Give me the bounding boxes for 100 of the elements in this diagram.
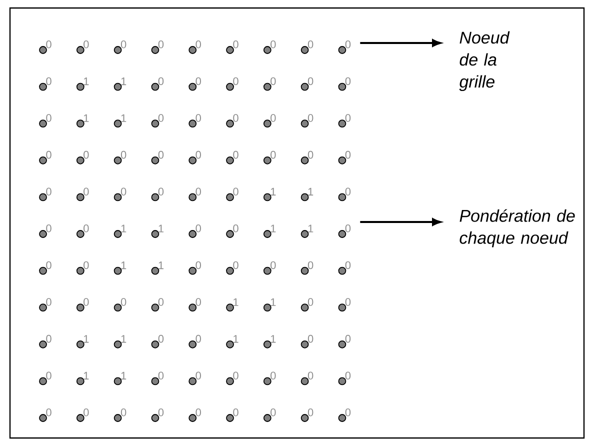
grid-node [300, 193, 309, 202]
grid-node [338, 377, 346, 386]
weight-label: 0 [233, 408, 238, 416]
weight-label: 0 [84, 188, 89, 196]
grid-node [226, 230, 234, 238]
weight-label: 0 [158, 188, 164, 196]
weight-label: 0 [196, 372, 201, 380]
grid-node [39, 266, 47, 275]
weight-label: 0 [308, 40, 314, 48]
weight-label: 0 [84, 298, 89, 306]
grid-node [263, 340, 272, 348]
grid-node [338, 304, 346, 312]
grid-node [151, 120, 160, 128]
grid-node [151, 82, 160, 91]
grid-node [76, 377, 84, 386]
weight-label: 0 [233, 188, 238, 196]
grid-node [151, 230, 160, 238]
weight-label: 1 [121, 262, 126, 270]
weight-label: 0 [345, 372, 351, 380]
weight-label: 0 [345, 40, 351, 48]
grid-node [76, 120, 84, 128]
grid-node [300, 156, 309, 164]
grid-node [39, 414, 47, 422]
grid-node [76, 340, 84, 348]
grid-node [188, 120, 197, 128]
grid-node [114, 340, 122, 348]
weight-label: 0 [270, 40, 276, 48]
weight-label: 0 [308, 150, 314, 159]
grid-node [39, 82, 47, 91]
grid-node [114, 230, 122, 238]
grid-node [300, 377, 309, 386]
weight-label: 0 [46, 224, 52, 232]
weight-label: 1 [158, 262, 164, 270]
weight-label: 1 [121, 114, 126, 122]
weight-label: 0 [46, 261, 52, 270]
grid-node [338, 46, 346, 54]
grid-node [338, 230, 346, 238]
weight-label: 0 [233, 77, 238, 86]
grid-node [76, 230, 84, 238]
weight-label: 0 [233, 40, 238, 48]
weight-label: 0 [120, 408, 126, 416]
grid-node [338, 82, 346, 91]
grid-node [76, 46, 84, 54]
arrow [360, 39, 441, 47]
weight-label: 0 [46, 372, 52, 380]
weight-label: 1 [121, 335, 126, 343]
grid-node [300, 230, 309, 238]
weight-label: 0 [308, 372, 314, 380]
grid-node [188, 377, 197, 386]
weight-label: 0 [196, 77, 201, 86]
weight-label: 0 [158, 334, 164, 343]
grid-node [300, 120, 309, 128]
grid-node [188, 414, 197, 422]
grid-node [151, 46, 160, 54]
grid-node [263, 46, 272, 54]
grid-node [263, 193, 272, 202]
grid-node [188, 46, 197, 54]
grid-node [114, 193, 122, 202]
weight-label: 0 [270, 261, 276, 270]
weight-label: 0 [158, 40, 164, 48]
grid-node [151, 304, 160, 312]
grid-node [76, 156, 84, 164]
grid-node [226, 377, 234, 386]
weight-label: 0 [270, 150, 276, 159]
weight-label: 1 [84, 372, 89, 380]
grid-node [39, 193, 47, 202]
grid-node [263, 377, 272, 386]
weight-label: 0 [84, 224, 89, 232]
grid-node [188, 230, 197, 238]
weight-label: 0 [345, 261, 351, 270]
grid-node [114, 414, 122, 422]
grid-node [188, 82, 197, 91]
weight-label: 0 [196, 40, 201, 48]
weight-label: 0 [120, 188, 126, 196]
weight-label: 0 [308, 408, 314, 416]
grid-node [226, 414, 234, 422]
grid-node [188, 340, 197, 348]
grid-node [151, 377, 160, 386]
grid-node [114, 156, 122, 164]
grid-node [263, 304, 272, 312]
weight-label: 0 [308, 77, 314, 86]
grid-node [226, 120, 234, 128]
grid-node [188, 304, 197, 312]
weight-label: 0 [46, 188, 52, 196]
weight-label: 0 [158, 372, 164, 380]
grid-node [338, 414, 346, 422]
grid-node [39, 156, 47, 164]
grid-node [226, 82, 234, 91]
grid-node [226, 156, 234, 164]
grid-node [188, 266, 197, 275]
weight-label: 0 [233, 224, 238, 232]
grid-node [263, 82, 272, 91]
grid-node [226, 304, 234, 312]
weight-label: 0 [46, 408, 52, 416]
weight-label: 0 [308, 334, 314, 343]
grid-node [114, 82, 122, 91]
weight-label: 0 [270, 77, 276, 86]
weight-label: 0 [120, 40, 126, 48]
weight-label: 0 [196, 114, 201, 122]
grid-node [114, 304, 122, 312]
